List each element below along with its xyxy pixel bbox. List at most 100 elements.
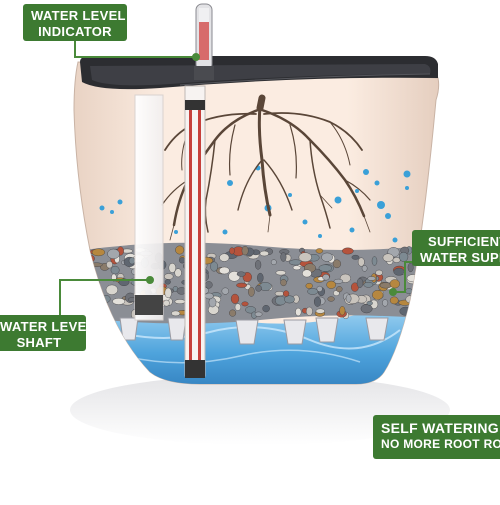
pebble	[96, 297, 107, 304]
pebble	[399, 306, 412, 316]
pebble	[333, 278, 344, 284]
pebble	[405, 288, 413, 294]
callout-self-watering-line2: NO MORE ROOT ROT	[381, 437, 500, 451]
pebble	[178, 257, 186, 264]
pebble	[284, 295, 295, 304]
pebble	[389, 296, 399, 305]
pebble	[174, 299, 186, 304]
water-level-gauge-icon	[184, 3, 214, 378]
pebble	[110, 265, 120, 275]
shaft-tube	[134, 94, 164, 321]
pebble	[204, 281, 213, 289]
pebble	[345, 294, 352, 303]
callout-water-level-shaft-line2: SHAFT	[16, 335, 62, 350]
pebble	[236, 282, 248, 288]
pebble	[164, 279, 171, 285]
pebble	[257, 272, 264, 283]
pebble	[86, 254, 95, 263]
pebble	[128, 257, 136, 265]
pebble	[245, 306, 257, 314]
pebble	[407, 262, 414, 273]
callout-water-level-shaft-line1: WATER LEVEL	[0, 319, 86, 334]
pebble	[305, 282, 313, 289]
pebble	[275, 270, 286, 276]
pebble	[363, 281, 374, 288]
callout-sufficient-water-supply-line2: WATER SUPPLY	[420, 250, 500, 265]
pebble	[274, 291, 285, 297]
callout-self-watering-line1: SELF WATERING	[381, 420, 499, 436]
callout-self-watering: SELF WATERING NO MORE ROOT ROT	[373, 415, 500, 459]
pebble	[375, 269, 383, 276]
pebble	[221, 287, 230, 295]
pebble	[175, 245, 185, 255]
pebble	[393, 267, 405, 276]
pebble	[218, 266, 230, 275]
pebble	[241, 245, 249, 256]
pebble	[204, 292, 214, 300]
pebble	[356, 278, 364, 288]
callout-water-level-shaft: WATER LEVEL SHAFT	[0, 315, 86, 351]
pebble	[82, 266, 91, 276]
pebble	[174, 268, 182, 278]
water-droplets	[99, 165, 411, 243]
pebble	[107, 248, 120, 260]
pebble	[283, 290, 290, 297]
pebble	[351, 254, 360, 260]
pebble	[229, 247, 235, 255]
pebble	[106, 260, 113, 269]
pebble	[275, 295, 287, 306]
pebble	[366, 300, 373, 306]
pebble	[90, 262, 103, 267]
pebble	[219, 253, 230, 262]
pebble	[236, 271, 246, 277]
floor-shadow	[70, 375, 450, 445]
pebble	[230, 293, 240, 304]
pebble	[316, 285, 323, 292]
wicking-pods	[119, 317, 389, 345]
pebble	[255, 284, 262, 292]
pebble	[241, 301, 249, 307]
pebble	[305, 306, 313, 316]
pebble	[399, 251, 409, 262]
pebble	[295, 307, 302, 317]
pebble	[327, 296, 335, 302]
pebble	[280, 252, 287, 262]
callout-lines	[59, 41, 412, 315]
pebble	[262, 305, 270, 313]
callout-water-level-indicator-line2: INDICATOR	[38, 24, 112, 39]
pebble	[360, 304, 373, 314]
pebble	[164, 287, 172, 299]
pebble	[254, 311, 263, 317]
callout-water-level-indicator-line1: WATER LEVEL	[31, 8, 126, 23]
pebble	[229, 309, 237, 317]
pebble	[405, 294, 419, 304]
pebble	[372, 289, 384, 300]
pebble	[332, 259, 342, 269]
pebble	[318, 264, 332, 272]
pebble	[314, 296, 322, 307]
pebble	[382, 299, 389, 307]
pebble	[339, 306, 346, 316]
pebble	[321, 252, 333, 262]
pebble	[326, 280, 337, 289]
pebble	[292, 265, 302, 271]
pebble	[234, 303, 242, 311]
pebble	[341, 247, 354, 255]
pebble	[105, 284, 119, 295]
pebble	[270, 259, 277, 266]
pebble	[163, 273, 174, 280]
pebble	[259, 250, 269, 257]
pebble	[371, 256, 378, 266]
pebble	[163, 299, 170, 307]
pebble	[255, 259, 262, 270]
pebble	[361, 265, 368, 272]
pebble	[91, 248, 106, 257]
pebble	[302, 269, 312, 278]
pebble	[280, 279, 287, 287]
pebble	[83, 270, 94, 278]
pebble	[298, 252, 312, 263]
pebble	[322, 274, 330, 281]
pebble	[389, 279, 400, 289]
